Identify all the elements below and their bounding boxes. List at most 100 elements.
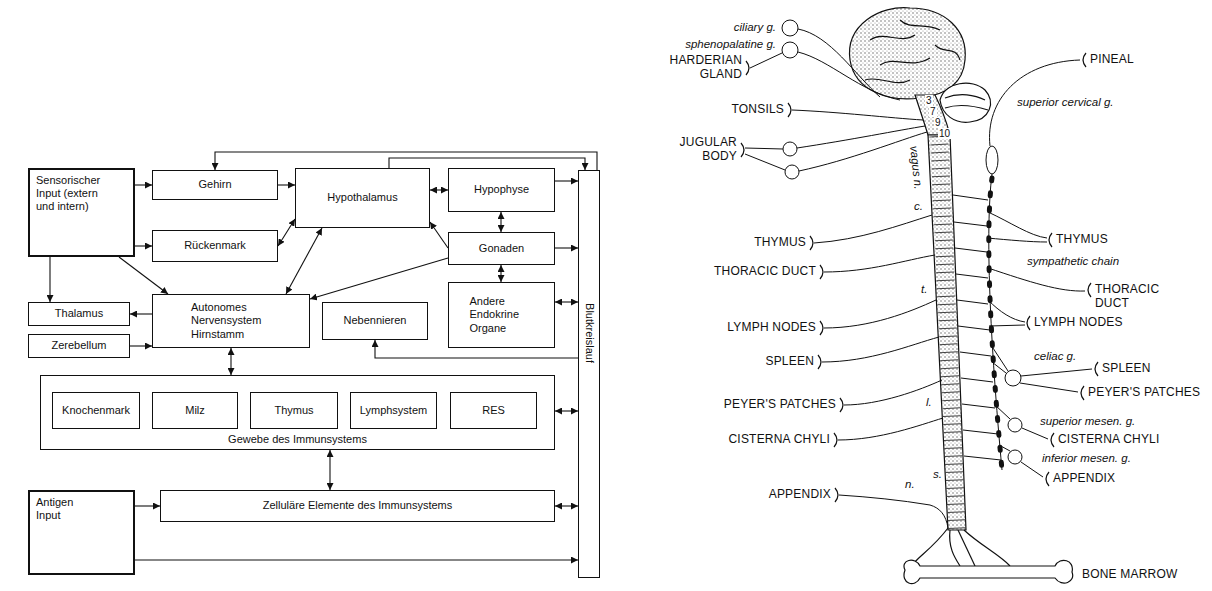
organ-label: LYMPH NODES: [1034, 316, 1123, 330]
organ-label: THYMUS: [1056, 233, 1108, 247]
organ-label: APPENDIX: [769, 488, 831, 502]
connector-arrow: [555, 247, 578, 248]
nerve-ending-brackets-part: [840, 398, 843, 412]
brain-drawing-part: [850, 8, 966, 99]
organ-label: PEYER'S PATCHES: [724, 398, 836, 412]
organ-box: Thalamus: [28, 302, 130, 326]
box-label: Thymus: [274, 404, 313, 417]
nerve-ending-brackets-part: [1049, 233, 1052, 247]
bone-drawing-part: [904, 560, 1073, 583]
organ-label: TONSILS: [731, 103, 784, 117]
nerve-ending-brackets-part: [834, 433, 837, 447]
sympathetic-chain-drawing-part: [992, 362, 1006, 373]
nerve-label: sympathetic chain: [1027, 255, 1119, 268]
input-box: Sensorischer Input (extern und intern): [28, 168, 135, 257]
nerve-ending-brackets-part: [810, 236, 813, 250]
connector-arrow: [130, 313, 152, 314]
organ-label: PINEAL: [1090, 53, 1134, 67]
nerve-ending-brackets-part: [746, 61, 749, 75]
organ-box: Nebennieren: [322, 302, 428, 340]
connector-arrow: [119, 257, 168, 294]
immune-organ-box: Milz: [152, 392, 238, 429]
box-label: Hypophyse: [474, 183, 529, 196]
sympathetic-chain-drawing-part: [962, 404, 995, 408]
nerve-label: n.: [905, 478, 915, 491]
sympathetic-chain-drawing-part: [960, 352, 991, 356]
connector-arrow: [278, 219, 295, 246]
brain-drawing-part: [945, 95, 985, 100]
connector-arrow: [135, 245, 152, 246]
box-label: Zerebellum: [51, 339, 106, 352]
box-label: Thalamus: [55, 307, 103, 320]
nerve-ending-brackets-part: [1083, 53, 1086, 67]
sympathetic-chain-drawing-part: [961, 378, 993, 382]
parasympathetic-nerve-lines-part: [750, 53, 782, 68]
connector-arrow: [278, 184, 295, 185]
sympathetic-chain-drawing-part: [1008, 450, 1022, 464]
organ-label: THORACIC DUCT: [714, 265, 816, 279]
organ-label: SPLEEN: [1102, 362, 1151, 376]
nerve-ending-brackets-part: [1046, 472, 1049, 486]
connector-arrow: [49, 257, 50, 302]
sympathetic-chain-drawing-part: [1022, 428, 1048, 439]
sympathetic-chain-drawing-part: [999, 445, 1010, 451]
nerve-ending-brackets-part: [1027, 316, 1030, 330]
ganglion-label: inferior mesen. g.: [1042, 452, 1131, 465]
box-label: Andere Endokrine Organe: [470, 295, 534, 335]
sympathetic-chain-drawing-part: [1020, 383, 1078, 392]
connector-arrow: [555, 505, 578, 506]
box-label: Gewebe des Immunsystems: [41, 433, 554, 446]
ganglion-label: celiac g.: [1034, 350, 1076, 363]
parasympathetic-nerve-lines-part: [792, 110, 923, 120]
ganglion-label: superior mesen. g.: [1040, 415, 1135, 428]
box-label: Zelluläre Elemente des Immunsystems: [263, 499, 453, 512]
parasympathetic-nerve-lines-part: [824, 255, 935, 272]
box-label: Milz: [185, 404, 205, 417]
box-label: Sensorischer Input (extern und intern): [36, 174, 110, 214]
sympathetic-chain-drawing-part: [955, 248, 987, 252]
parasympathetic-nerve-lines-part: [839, 495, 948, 528]
nerve-ending-brackets-part: [820, 265, 823, 279]
sympathetic-chain-drawing-part: [986, 146, 998, 174]
input-box: Antigen Input: [28, 490, 135, 575]
organ-box: Andere Endokrine Organe: [448, 282, 555, 348]
sympathetic-chain-drawing-part: [988, 212, 1047, 238]
connector-arrow: [500, 212, 501, 232]
nerve-number: 10: [938, 128, 951, 139]
organ-label: THORACIC DUCT: [1095, 283, 1167, 311]
nerve-ending-brackets-part: [788, 103, 791, 117]
brain-drawing-part: [870, 35, 915, 40]
sympathetic-chain-drawing-part: [987, 238, 1047, 242]
box-label: Antigen Input: [36, 496, 88, 522]
sympathetic-chain-drawing-part: [989, 178, 1002, 470]
bone-drawing: [904, 560, 1073, 583]
spinal-cord-drawing: [912, 135, 1010, 568]
organ-box: Zerebellum: [28, 334, 130, 358]
parasympathetic-nerve-lines-part: [797, 126, 925, 148]
box-label: Knochenmark: [62, 404, 130, 417]
box-label: Autonomes Nervensystem Hirnstamm: [191, 301, 271, 341]
sympathetic-chain-drawing-part: [1008, 418, 1022, 432]
box-label: RES: [482, 404, 505, 417]
immune-organ-box: Knochenmark: [52, 392, 140, 429]
box-label: Gonaden: [479, 242, 524, 255]
nerve-ending-brackets-part: [818, 355, 821, 369]
parasympathetic-nerve-lines-part: [745, 148, 783, 149]
organ-box: Hypothalamus: [295, 168, 430, 228]
brain-drawing-part: [900, 20, 940, 30]
organ-label: JUGULAR BODY: [661, 136, 737, 164]
connector-arrow: [286, 228, 322, 294]
sympathetic-chain-drawing-part: [988, 268, 1085, 291]
organ-label: CISTERNA CHYLI: [1058, 433, 1160, 447]
connector-arrow: [230, 348, 231, 375]
segment-label: s.: [933, 468, 942, 481]
parasympathetic-nerve-lines-part: [799, 132, 927, 171]
box-label: Hypothalamus: [327, 191, 397, 204]
ganglion-label: superior cervical g.: [1017, 96, 1114, 109]
sympathetic-chain-drawing-part: [963, 430, 998, 434]
ganglion-label: ciliary g.: [734, 21, 776, 34]
sympathetic-chain-drawing-part: [988, 300, 1025, 322]
organ-label: PEYER'S PATCHES: [1088, 386, 1200, 400]
organ-label: APPENDIX: [1053, 472, 1115, 486]
